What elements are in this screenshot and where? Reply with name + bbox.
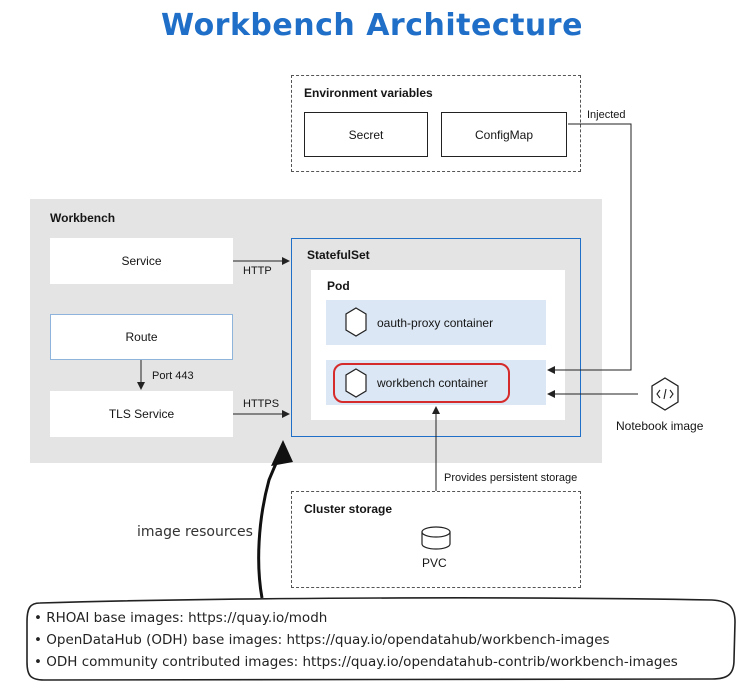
port-label: Port 443	[152, 370, 194, 382]
pod-label: Pod	[327, 279, 350, 293]
configmap-box: ConfigMap	[441, 112, 567, 157]
image-resources-box	[26, 597, 736, 681]
statefulset-label: StatefulSet	[307, 248, 370, 262]
image-resources-label: image resources	[137, 524, 253, 540]
pvc-icon	[421, 526, 451, 550]
image-resources-arrowhead	[271, 440, 293, 466]
list-item: • OpenDataHub (ODH) base images: https:/…	[34, 632, 610, 648]
workbench-hexagon-icon	[345, 368, 367, 398]
environment-variables-label: Environment variables	[304, 86, 433, 100]
workbench-highlight	[333, 363, 510, 403]
page-title: Workbench Architecture	[161, 8, 583, 43]
route-box: Route	[50, 314, 233, 360]
http-label: HTTP	[243, 265, 272, 277]
list-item: • ODH community contributed images: http…	[34, 654, 678, 670]
list-item: • RHOAI base images: https://quay.io/mod…	[34, 610, 328, 626]
workbench-container-label: workbench container	[377, 376, 488, 390]
injected-arrow	[547, 123, 632, 374]
service-label: Service	[121, 254, 162, 268]
oauth-proxy-hexagon-icon	[345, 307, 367, 337]
configmap-label: ConfigMap	[474, 127, 534, 142]
route-label: Route	[125, 330, 158, 344]
cluster-storage-label: Cluster storage	[304, 502, 393, 516]
provides-storage-label: Provides persistent storage	[444, 472, 578, 484]
tls-service-label: TLS Service	[108, 407, 175, 421]
image-resources-arrow	[257, 448, 285, 599]
pvc-label: PVC	[422, 556, 447, 570]
workbench-label: Workbench	[50, 211, 116, 225]
notebook-image-label: Notebook image	[616, 419, 704, 433]
secret-label: Secret	[348, 127, 384, 142]
image-resources-list: • RHOAI base images: https://quay.io/mod…	[34, 607, 734, 673]
oauth-proxy-label: oauth-proxy container	[377, 316, 494, 330]
tls-service-box: TLS Service	[50, 391, 233, 437]
service-box: Service	[50, 238, 233, 284]
code-icon	[651, 377, 679, 411]
https-label: HTTPS	[243, 398, 280, 410]
secret-box: Secret	[304, 112, 428, 157]
injected-label: Injected	[587, 109, 626, 121]
